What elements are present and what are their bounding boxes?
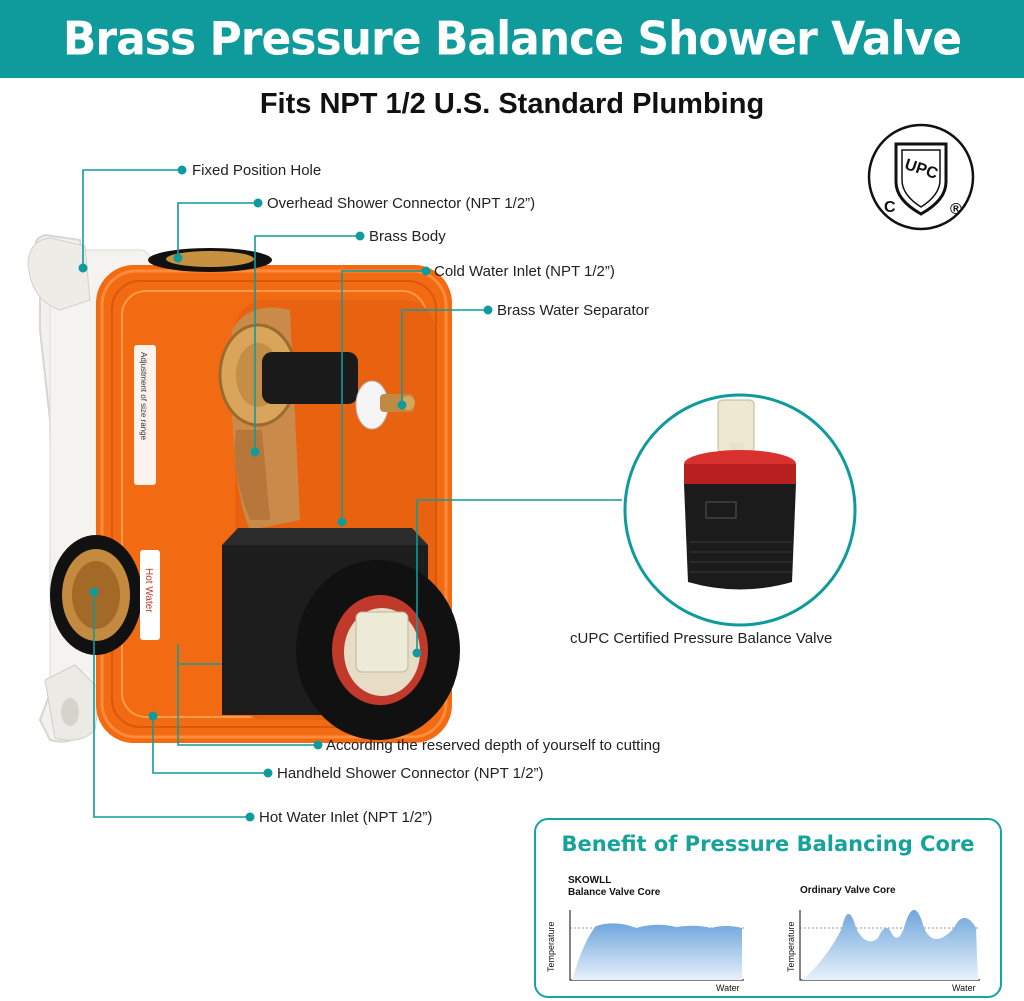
callout-handheld-connector: Handheld Shower Connector (NPT 1/2”) bbox=[277, 765, 544, 782]
right-x-label: Water bbox=[952, 983, 976, 993]
right-chart-subtitle: Ordinary Valve Core bbox=[800, 885, 896, 896]
cartridge-caption: cUPC Certified Pressure Balance Valve bbox=[570, 630, 833, 647]
left-chart bbox=[569, 910, 744, 981]
callout-brass-body: Brass Body bbox=[369, 228, 446, 245]
hot-water-label: Hot Water bbox=[143, 568, 154, 613]
callout-reserved-depth: According the reserved depth of yourself… bbox=[326, 737, 661, 754]
benefit-panel: Benefit of Pressure Balancing Core SKOWL… bbox=[534, 818, 1002, 998]
upc-logo-c: C bbox=[884, 199, 896, 216]
page-title: Brass Pressure Balance Shower Valve bbox=[62, 12, 962, 66]
benefit-title: Benefit of Pressure Balancing Core bbox=[561, 832, 975, 856]
benefit-charts bbox=[569, 910, 980, 981]
callout-hot-water-inlet: Hot Water Inlet (NPT 1/2”) bbox=[259, 809, 433, 826]
upc-certification-logo: UPC C ® bbox=[867, 123, 975, 231]
left-x-label: Water bbox=[716, 983, 740, 993]
page-subtitle: Fits NPT 1/2 U.S. Standard Plumbing bbox=[259, 88, 765, 120]
left-chart-subtitle: Balance Valve Core bbox=[568, 887, 661, 898]
right-chart bbox=[799, 910, 980, 981]
right-y-label: Temperature bbox=[786, 921, 796, 972]
upc-logo-r: ® bbox=[950, 201, 962, 218]
callout-fixed-position-hole: Fixed Position Hole bbox=[192, 162, 322, 179]
left-y-label: Temperature bbox=[546, 921, 556, 972]
cartridge-closeup bbox=[623, 393, 857, 627]
title-banner: Brass Pressure Balance Shower Valve bbox=[0, 0, 1024, 78]
callout-brass-water-separator: Brass Water Separator bbox=[497, 302, 649, 319]
adjustment-label: Adjustment of size range bbox=[139, 352, 148, 441]
callout-cold-water-inlet: Cold Water Inlet (NPT 1/2”) bbox=[434, 263, 615, 280]
left-chart-brand: SKOWLL bbox=[568, 875, 612, 886]
callout-overhead-connector: Overhead Shower Connector (NPT 1/2”) bbox=[267, 195, 536, 212]
